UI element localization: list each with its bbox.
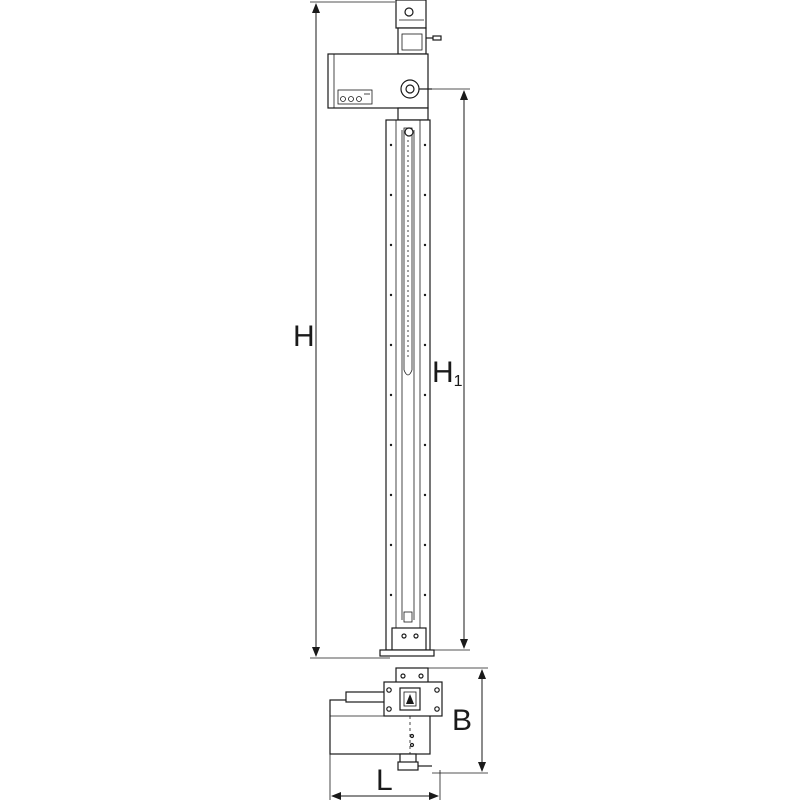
hole bbox=[423, 293, 427, 297]
control-button-2 bbox=[348, 96, 354, 102]
base-bolt-1 bbox=[401, 633, 407, 639]
dimension-h1: H1 bbox=[430, 88, 470, 651]
hole bbox=[423, 443, 427, 447]
label-h: H bbox=[293, 320, 315, 353]
label-l: L bbox=[376, 764, 393, 797]
hole bbox=[423, 543, 427, 547]
hole bbox=[389, 393, 393, 397]
control-button-1 bbox=[340, 96, 346, 102]
label-h1-sub: 1 bbox=[454, 373, 463, 390]
hole bbox=[389, 193, 393, 197]
bracket-bolt-2 bbox=[418, 673, 424, 679]
flange-bolt bbox=[386, 687, 392, 693]
hole bbox=[423, 143, 427, 147]
hole bbox=[389, 343, 393, 347]
column-section-inner bbox=[403, 691, 417, 707]
drive-wheel-hub bbox=[405, 84, 415, 94]
housing-mark-1 bbox=[409, 733, 415, 739]
base-bolt-2 bbox=[413, 633, 419, 639]
hole bbox=[423, 493, 427, 497]
head-bolt bbox=[404, 7, 414, 17]
hole bbox=[423, 393, 427, 397]
column-head-top bbox=[395, 0, 427, 29]
hole bbox=[389, 293, 393, 297]
flange-bolt bbox=[434, 706, 440, 712]
hole bbox=[423, 343, 427, 347]
label-b: B bbox=[452, 704, 472, 737]
bracket-bolt-1 bbox=[400, 673, 406, 679]
column-holes bbox=[389, 143, 427, 597]
spindle-top-bolt bbox=[404, 127, 414, 137]
flange-bolt bbox=[434, 687, 440, 693]
label-h1: H1 bbox=[432, 356, 463, 390]
carriage bbox=[397, 107, 429, 121]
dimension-h: H bbox=[293, 1, 395, 659]
warning-triangle-icon bbox=[406, 694, 414, 704]
column-body bbox=[385, 119, 431, 651]
flange-bolt bbox=[386, 706, 392, 712]
hole bbox=[423, 593, 427, 597]
hole bbox=[389, 443, 393, 447]
column-top-view bbox=[329, 667, 443, 771]
housing-mark-2 bbox=[409, 742, 415, 748]
dimension-b: B bbox=[428, 667, 488, 774]
drive-wheel bbox=[400, 79, 420, 99]
head-mid-inner bbox=[401, 33, 423, 51]
top-view-knob bbox=[397, 761, 419, 771]
base-plate bbox=[379, 649, 435, 657]
hole bbox=[389, 493, 393, 497]
hole bbox=[423, 243, 427, 247]
label-h1-main: H bbox=[432, 356, 454, 389]
hole bbox=[389, 243, 393, 247]
column-front-view bbox=[327, 0, 442, 657]
control-button-3 bbox=[356, 96, 362, 102]
spindle-end bbox=[403, 611, 413, 623]
hole bbox=[423, 193, 427, 197]
base-block bbox=[391, 627, 427, 651]
hole bbox=[389, 543, 393, 547]
hole bbox=[389, 143, 393, 147]
dimension-l: L bbox=[329, 754, 441, 800]
control-panel bbox=[337, 89, 373, 105]
head-lever-knob bbox=[432, 35, 442, 41]
spindle bbox=[403, 127, 413, 376]
hole bbox=[389, 593, 393, 597]
